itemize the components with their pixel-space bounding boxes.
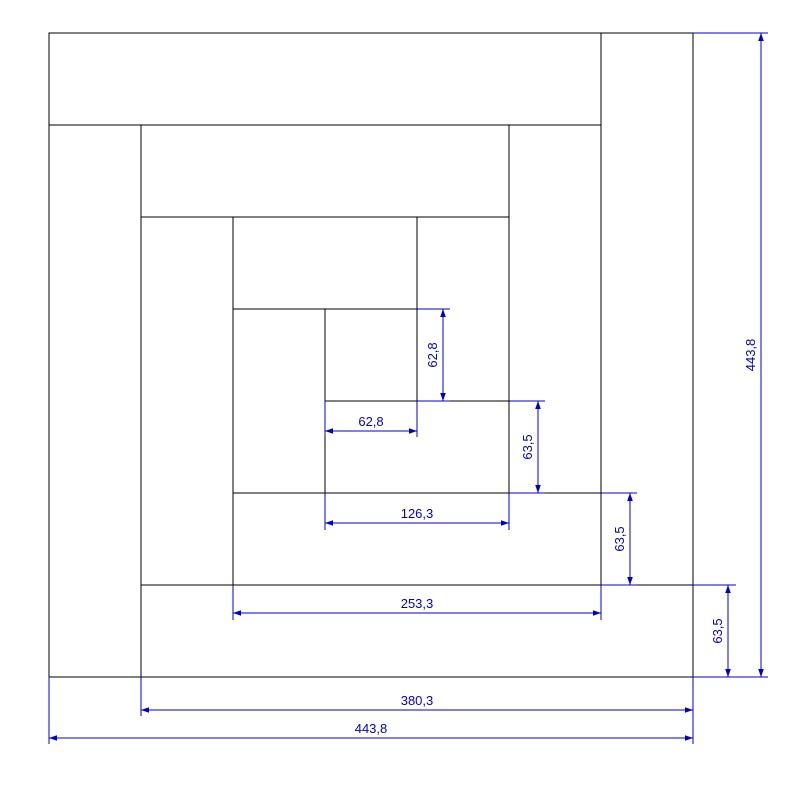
dim-strip-3-width: 380,3 <box>140 677 694 744</box>
dim-label-strip-2-height: 63,5 <box>612 526 627 551</box>
dim-label-inner-square-height: 62,8 <box>425 342 440 367</box>
dim-overall-width: 443,8 <box>48 677 693 744</box>
block-outlines <box>48 32 694 678</box>
dim-label-strip-3-width: 380,3 <box>401 693 434 708</box>
dim-overall-height: 443,8 <box>693 32 768 678</box>
dim-strip-3-height: 63,5 <box>693 584 736 678</box>
dim-label-inner-square-width: 62,8 <box>358 414 383 429</box>
dim-label-overall-width: 443,8 <box>355 721 388 736</box>
dim-label-strip-1-height: 63,5 <box>520 434 535 459</box>
dim-strip-2-height: 63,5 <box>601 492 637 586</box>
dim-label-strip-1-width: 126,3 <box>401 506 434 521</box>
dim-inner-square-width: 62,8 <box>324 401 418 437</box>
dim-strip-1-width: 126,3 <box>324 493 510 530</box>
dim-inner-square-height: 62,8 <box>417 308 450 402</box>
dim-label-strip-2-width: 253,3 <box>401 596 434 611</box>
dim-label-overall-height: 443,8 <box>743 339 758 372</box>
outer-square <box>48 32 694 678</box>
dim-strip-1-height: 63,5 <box>509 400 545 494</box>
dim-strip-2-width: 253,3 <box>232 585 602 620</box>
dim-label-strip-3-height: 63,5 <box>710 618 725 643</box>
